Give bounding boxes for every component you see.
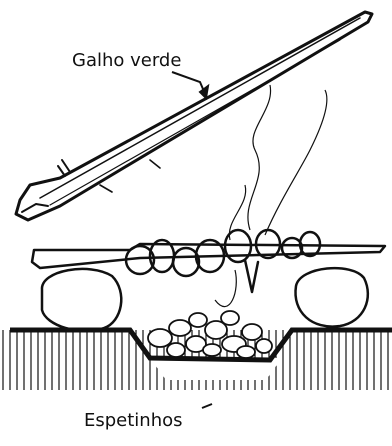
embers xyxy=(148,311,272,358)
skewer xyxy=(32,230,385,292)
skewers-label: Espetinhos xyxy=(84,410,183,431)
stray-mark xyxy=(202,404,212,408)
branch-label: Galho verde xyxy=(72,50,181,71)
branch-leader-arrow xyxy=(172,72,208,98)
support-stone-right xyxy=(295,268,367,326)
support-stone-left xyxy=(42,269,121,331)
green-branch xyxy=(16,12,372,220)
